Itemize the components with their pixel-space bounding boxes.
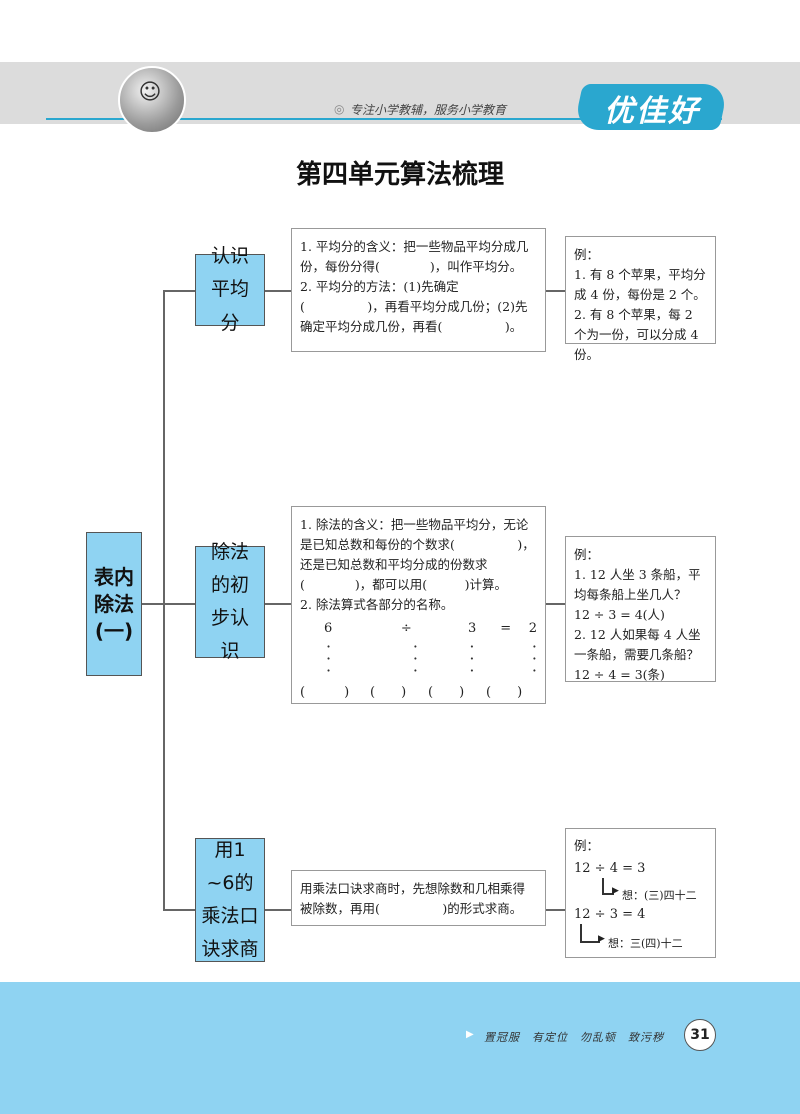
blank-sign-name: ( )	[370, 683, 428, 703]
dot-leaders: ··· ··· ··· ···	[300, 641, 537, 677]
content-line: 1. 平均分的含义：把一些物品平均分成几份，每份分得( )，叫作平均分。	[300, 237, 537, 277]
blank-dividend-name: ( )	[300, 683, 370, 703]
arrow-right-icon: ▶	[598, 934, 605, 944]
content-connector-2	[265, 603, 291, 605]
mascot-icon: ☺	[138, 80, 162, 110]
example-equation-2: 12 ÷ 3 = 4	[574, 907, 645, 922]
equals-sign: =	[498, 619, 528, 639]
slogan-mark-icon: ◎	[334, 102, 344, 116]
example-equation-1: 12 ÷ 4 = 3	[574, 861, 645, 876]
branch-connector-2	[163, 603, 195, 605]
page-title: 第四单元算法梳理	[0, 154, 800, 191]
page-number: 31	[684, 1019, 716, 1051]
hint-arrow-line-2	[580, 941, 600, 943]
example-connector-3	[546, 909, 565, 911]
example-line: 2. 12 人如果每 4 人坐一条船，需要几条船？	[574, 625, 707, 665]
content-line: 2. 除法算式各部分的名称。	[300, 595, 537, 615]
example-line: 1. 有 8 个苹果，平均分成 4 份，每份是 2 个。	[574, 265, 707, 305]
division-terms: 6 ÷ 3 = 2	[300, 619, 537, 639]
trunk-line	[163, 290, 165, 910]
example-hint-1: 想：(三)四十二	[622, 887, 697, 903]
blank-divisor-name: ( )	[428, 683, 486, 703]
footer-motto: 置冠服 有定位 勿乱顿 致污秽	[484, 1029, 664, 1045]
branch-example-1: 例： 1. 有 8 个苹果，平均分成 4 份，每份是 2 个。 2. 有 8 个…	[565, 236, 716, 344]
branch-example-3: 例： 12 ÷ 4 = 3 ▶ 想：(三)四十二 12 ÷ 3 = 4 ▶ 想：…	[565, 828, 716, 958]
branch-content-1: 1. 平均分的含义：把一些物品平均分成几份，每份分得( )，叫作平均分。 2. …	[291, 228, 546, 352]
content-connector-1	[265, 290, 291, 292]
footer-arrow-icon: ▶	[466, 1029, 474, 1040]
footer-band	[0, 982, 800, 1114]
branch-label-3: 用1 ~6的乘法口诀求商	[195, 838, 265, 962]
content-line: 2. 平均分的方法：(1)先确定( )，再看平均分成几份；(2)先确定平均分成几…	[300, 277, 537, 337]
hint-arrow-stem-1	[602, 878, 604, 894]
example-line: 2. 有 8 个苹果，每 2 个为一份，可以分成 4 份。	[574, 305, 707, 365]
branch-label-2: 除法的初步认识	[195, 546, 265, 658]
content-line: 1. 除法的含义：把一些物品平均分，无论是已知总数和每份的个数求( )，还是已知…	[300, 515, 537, 595]
example-line: 1. 12 人坐 3 条船，平均每条船上坐几人？	[574, 565, 707, 605]
branch-label-1: 认识平均分	[195, 254, 265, 326]
divisor-term: 3	[454, 619, 498, 639]
example-title: 例：	[574, 835, 599, 854]
blank-quotient-name: ( )	[486, 683, 522, 703]
example-line: 例：	[574, 245, 707, 265]
branch-content-3: 用乘法口诀求商时，先想除数和几相乘得被除数，再用( )的形式求商。	[291, 870, 546, 926]
branch-example-2: 例： 1. 12 人坐 3 条船，平均每条船上坐几人？ 12 ÷ 3 = 4(人…	[565, 536, 716, 682]
content-connector-3	[265, 909, 291, 911]
term-name-blanks: ( ) ( ) ( ) ( )	[300, 683, 537, 703]
divide-sign: ÷	[381, 619, 454, 639]
root-topic-box: 表内除法(一)	[86, 532, 142, 676]
example-line: 12 ÷ 3 = 4(人)	[574, 605, 707, 625]
branch-connector-3	[163, 909, 195, 911]
example-line: 例：	[574, 545, 707, 565]
root-connector	[142, 603, 164, 605]
hint-arrow-stem-2	[580, 924, 582, 942]
header-slogan: 专注小学教辅，服务小学教育	[350, 101, 506, 118]
example-hint-2: 想：三(四)十二	[608, 935, 683, 951]
example-connector-2	[546, 603, 565, 605]
content-line: 用乘法口诀求商时，先想除数和几相乘得被除数，再用( )的形式求商。	[300, 879, 537, 919]
branch-connector-1	[163, 290, 195, 292]
example-line: 12 ÷ 4 = 3(条)	[574, 665, 707, 685]
dividend-term: 6	[300, 619, 381, 639]
branch-content-2: 1. 除法的含义：把一些物品平均分，无论是已知总数和每份的个数求( )，还是已知…	[291, 506, 546, 704]
brand-logo: 优佳好	[592, 86, 712, 130]
quotient-term: 2	[529, 619, 537, 639]
arrow-right-icon: ▶	[612, 886, 619, 896]
example-connector-1	[546, 290, 565, 292]
